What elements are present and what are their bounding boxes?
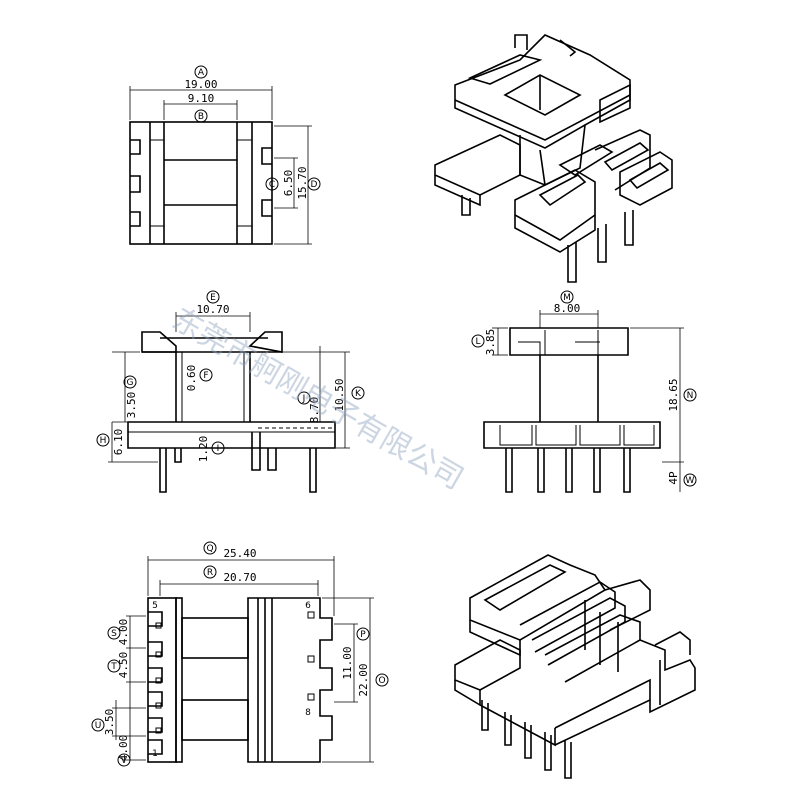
dim-m-value: 8.00 [554, 302, 581, 315]
label-a: A [198, 68, 205, 78]
dim-f-value: 0.60 [185, 365, 198, 392]
label-i: I [217, 444, 220, 454]
label-f: F [203, 371, 208, 381]
pin-1: 1 [152, 749, 158, 759]
label-u: U [95, 721, 102, 731]
bottom-view: 5 1 6 8 Q R P [91, 541, 389, 767]
label-c: C [269, 180, 275, 190]
dim-v-value: 4.00 [117, 735, 130, 762]
dim-j-value: 8.70 [308, 397, 321, 424]
watermark: 东莞市舸刚电子有限公司 [166, 302, 469, 497]
label-d: D [311, 180, 318, 190]
label-s: S [111, 629, 117, 639]
label-m: M [563, 293, 571, 303]
label-h: H [100, 436, 107, 446]
dim-e-value: 10.70 [196, 303, 229, 316]
dim-c-value: 6.50 [282, 170, 295, 197]
dim-a-value: 19.00 [184, 78, 217, 91]
side-view: M L N W 8.00 3.85 18.65 4P [471, 290, 697, 493]
dim-k-value: 10.50 [333, 378, 346, 411]
dim-q-value: 25.40 [223, 547, 256, 560]
dim-s-value: 4.00 [117, 619, 130, 646]
label-e: E [210, 293, 216, 303]
label-b: B [198, 112, 204, 122]
front-view: E F G H I J K 10.70 0.60 3.50 6.10 1.20 … [96, 290, 365, 493]
label-w: W [686, 476, 695, 486]
isometric-view-bottom [454, 554, 696, 779]
dim-d-value: 15.70 [296, 166, 309, 199]
dim-u-value: 3.50 [103, 709, 116, 736]
dim-h-value: 6.10 [112, 429, 125, 456]
dim-p-value: 11.00 [341, 646, 354, 679]
dim-w-value: 4P [667, 471, 680, 485]
label-p: P [360, 630, 366, 640]
dim-l-value: 3.85 [484, 329, 497, 356]
dim-i-value: 1.20 [197, 436, 210, 463]
dim-t-value: 4.50 [117, 652, 130, 679]
dim-n-value: 18.65 [667, 378, 680, 411]
label-o: O [378, 676, 385, 686]
label-t: T [110, 662, 117, 672]
label-q: Q [206, 544, 213, 554]
dim-r-value: 20.70 [223, 571, 256, 584]
label-r: R [207, 568, 213, 578]
isometric-view-top [434, 34, 673, 283]
pin-8: 8 [305, 708, 311, 718]
dim-g-value: 3.50 [125, 392, 138, 419]
pin-5: 5 [152, 601, 158, 611]
label-g: G [127, 378, 134, 388]
top-view: A B C D 19.00 9.10 6.50 15.70 [129, 65, 321, 245]
pin-6: 6 [305, 601, 311, 611]
dim-o-value: 22.00 [357, 663, 370, 696]
dim-b-value: 9.10 [188, 92, 215, 105]
label-v: V [121, 756, 128, 766]
label-l: L [475, 337, 480, 347]
label-k: K [355, 389, 362, 399]
label-j: J [302, 394, 306, 404]
label-n: N [687, 391, 694, 401]
